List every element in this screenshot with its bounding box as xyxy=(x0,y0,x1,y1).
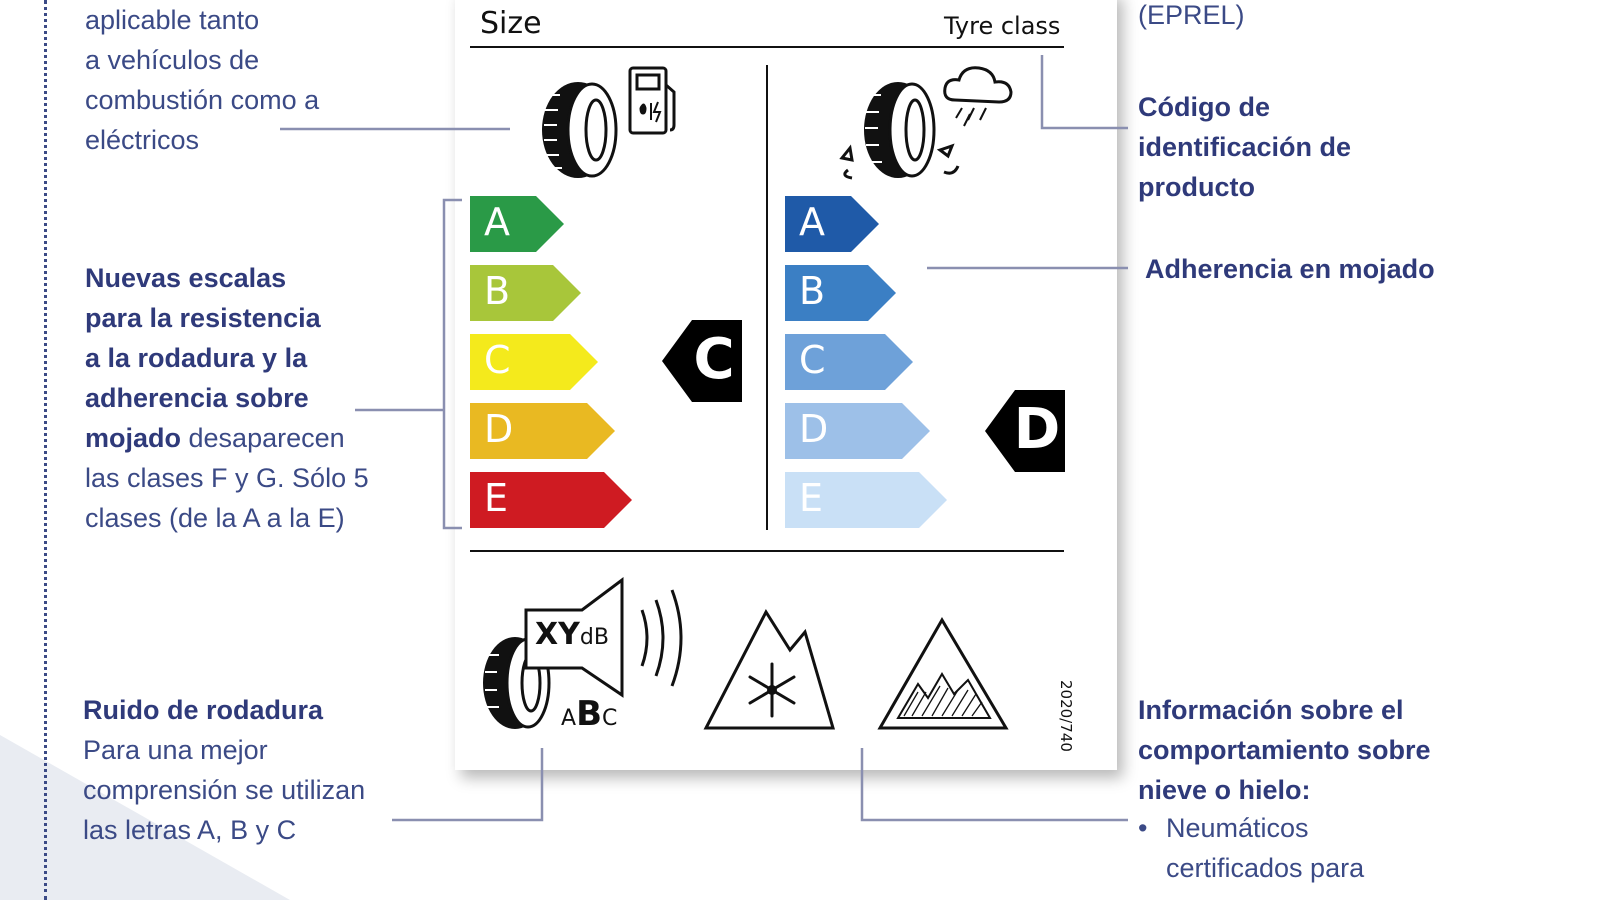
wet-arrow-e: E xyxy=(785,472,949,528)
noise-classes: ABC xyxy=(561,694,617,734)
background-shape xyxy=(0,735,290,900)
note-applicability: aplicable tanto a vehículos de combustió… xyxy=(85,0,319,160)
note-line: Información sobre el xyxy=(1138,695,1404,725)
label-tyre-class: Tyre class xyxy=(944,12,1061,40)
wet-arrow-a: A xyxy=(785,196,881,252)
fuel-arrow-letter: D xyxy=(484,407,514,451)
fuel-arrow-letter: C xyxy=(484,338,511,382)
note-line: mojado desaparecen xyxy=(85,418,369,458)
note-snow-ice: Información sobre el comportamiento sobr… xyxy=(1138,690,1431,810)
note-line: comportamiento sobre xyxy=(1138,735,1431,765)
note-bold-word: mojado xyxy=(85,423,182,453)
note-title: Ruido de rodadura xyxy=(83,695,324,725)
note-line: las clases F y G. Sólo 5 xyxy=(85,463,369,493)
tyre-fuel-icon xyxy=(542,82,618,178)
wet-arrow-letter: C xyxy=(799,338,826,382)
noise-value: XYdB xyxy=(535,617,609,652)
ice-mountain-icon xyxy=(877,617,1009,730)
noise-class-c: C xyxy=(601,706,618,731)
fuel-arrow-c: C xyxy=(470,334,600,390)
fuel-rating-letter: C xyxy=(693,327,735,392)
note-rolling-noise: Ruido de rodadura Para una mejor compren… xyxy=(83,690,365,850)
noise-icon xyxy=(483,577,683,729)
rain-cloud-icon xyxy=(943,66,1013,127)
fuel-arrow-d: D xyxy=(470,403,617,459)
note-line: producto xyxy=(1138,172,1255,202)
note-line: Código de xyxy=(1138,92,1270,122)
fuel-arrow-a: A xyxy=(470,196,566,252)
noise-class-b: B xyxy=(576,694,602,734)
note-line: adherencia sobre xyxy=(85,383,309,413)
wet-arrow-c: C xyxy=(785,334,915,390)
note-line: certificados para xyxy=(1166,853,1365,883)
note-line: identificación de xyxy=(1138,132,1352,162)
note-line: eléctricos xyxy=(85,125,200,155)
note-line: clases (de la A a la E) xyxy=(85,503,345,533)
noise-xy: XY xyxy=(535,617,580,652)
note-line: comprensión se utilizan xyxy=(83,775,366,805)
wet-rating-letter: D xyxy=(1013,397,1061,462)
wet-rating-badge: D xyxy=(985,390,1065,472)
note-new-scales: Nuevas escalas para la resistencia a la … xyxy=(85,258,369,538)
note-line: a vehículos de xyxy=(85,45,260,75)
note-line: a la rodadura y la xyxy=(85,343,308,373)
note-line: nieve o hielo: xyxy=(1138,775,1311,805)
note-line: Neumáticos xyxy=(1166,813,1309,843)
fuel-arrow-b: B xyxy=(470,265,583,321)
fuel-arrow-letter: B xyxy=(484,269,511,313)
regulation-number: 2020/740 xyxy=(1057,680,1075,752)
note-line: Nuevas escalas xyxy=(85,263,287,293)
dotted-divider xyxy=(44,0,47,900)
wet-arrow-d: D xyxy=(785,403,932,459)
wet-arrow-letter: A xyxy=(799,200,825,244)
note-inline: desaparecen xyxy=(181,423,345,453)
fuel-arrow-letter: A xyxy=(484,200,510,244)
tyre-wet-icon xyxy=(839,82,960,180)
note-line: Para una mejor xyxy=(83,735,268,765)
bullet-dot: • xyxy=(1138,813,1148,843)
wet-arrow-letter: B xyxy=(799,269,826,313)
noise-class-a: A xyxy=(561,706,577,731)
wet-arrow-b: B xyxy=(785,265,898,321)
note-wet-grip: Adherencia en mojado xyxy=(1145,254,1435,284)
label-size-title: Size xyxy=(480,6,542,41)
wet-arrow-letter: E xyxy=(799,476,824,520)
noise-db: dB xyxy=(579,625,609,650)
note-line: para la resistencia xyxy=(85,303,321,333)
alpine-snowflake-icon xyxy=(703,608,835,730)
note-line: las letras A, B y C xyxy=(83,815,297,845)
fuel-pump-icon xyxy=(628,66,676,135)
note-line: aplicable tanto xyxy=(85,5,260,35)
fuel-rating-badge: C xyxy=(662,320,742,402)
wet-arrow-letter: D xyxy=(799,407,829,451)
note-line: combustión como a xyxy=(85,85,320,115)
note-eprel: (EPREL) xyxy=(1138,0,1245,30)
fuel-arrow-letter: E xyxy=(484,476,509,520)
note-bullet: Neumáticos certificados para xyxy=(1166,808,1364,888)
note-product-code: Código de identificación de producto xyxy=(1138,87,1351,207)
fuel-arrow-e: E xyxy=(470,472,634,528)
